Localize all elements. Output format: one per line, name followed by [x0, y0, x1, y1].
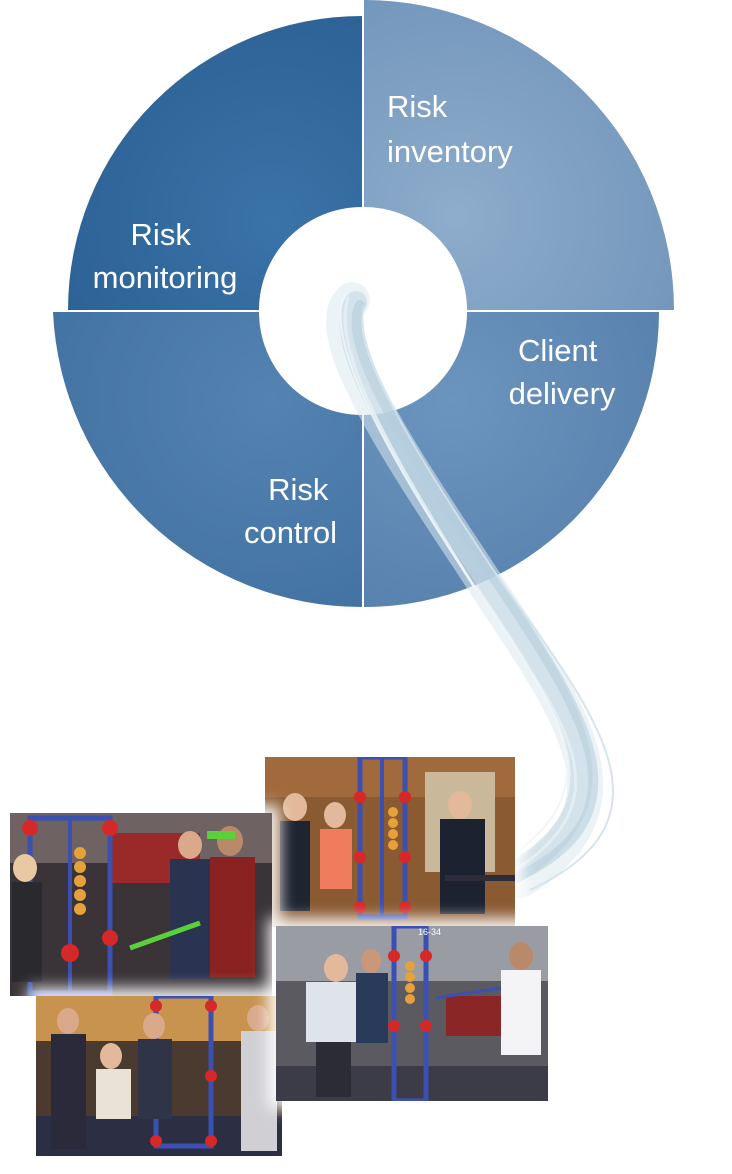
label-risk-monitoring: Risk monitoring — [93, 217, 238, 295]
segment-risk-inventory — [364, 0, 674, 310]
photo-overlay-label: 16-34 — [418, 927, 441, 937]
label-client-delivery: Client delivery — [509, 333, 616, 411]
photo-team-bottom-right: 16-34 — [276, 926, 548, 1101]
segment-risk-control — [53, 312, 362, 608]
photo-team-top-right — [265, 757, 515, 927]
swoosh-ribbon — [326, 282, 614, 898]
segment-risk-monitoring — [68, 16, 362, 310]
photo-team-bottom-left — [36, 996, 282, 1156]
label-risk-control: Risk control — [244, 472, 337, 550]
photo-team-left — [10, 813, 272, 996]
label-risk-inventory: Risk inventory — [387, 89, 513, 169]
